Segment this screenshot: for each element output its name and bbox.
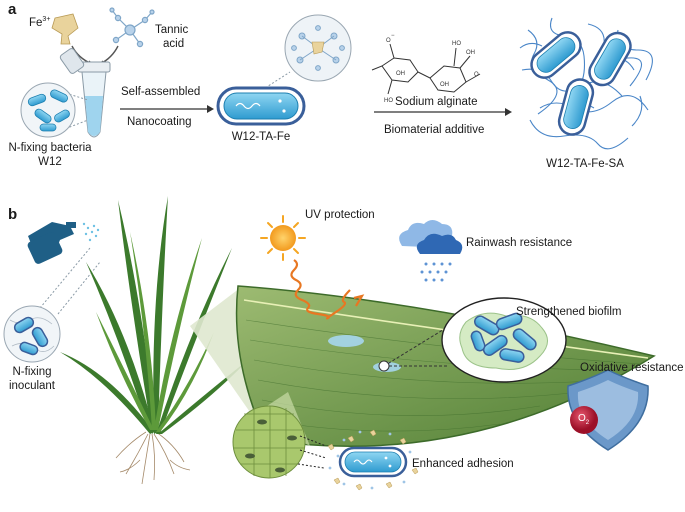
strengthened-biofilm-label: Strengthened biofilm — [516, 306, 622, 318]
svg-text:O: O — [474, 72, 479, 78]
arrow-self-assembly — [120, 105, 214, 113]
sun-icon — [260, 215, 306, 261]
fe-ion-icon — [51, 13, 79, 45]
o2-subscript: 2 — [585, 420, 590, 426]
fe-charge: 3+ — [42, 16, 51, 23]
uv-protection-label: UV protection — [305, 209, 375, 221]
svg-text:O: O — [386, 38, 391, 44]
spray-bottle-icon — [27, 222, 100, 264]
alginate-network-w12-ta-fe-sa — [519, 17, 653, 150]
oxidative-resistance-label: Oxidative resistance — [580, 362, 684, 374]
arrow-alginate — [374, 108, 512, 116]
final-product-label: W12-TA-Fe-SA — [546, 158, 624, 170]
arrow1-bottom-label: Nanocoating — [127, 116, 192, 128]
zoom-wedge — [190, 288, 268, 438]
uv-wave-icon — [290, 259, 365, 320]
panel-b-label: b — [8, 206, 18, 223]
o2-label: O2 — [578, 412, 589, 430]
tannic-acid-label-2: acid — [163, 38, 185, 50]
o2-symbol: O — [578, 413, 586, 424]
fe-symbol: Fe — [29, 16, 43, 29]
bacteria-label-1: N-fixing bacteria — [8, 142, 92, 154]
inoculant-label-1: N-fixing — [12, 366, 52, 378]
svg-text:OH: OH — [396, 71, 405, 77]
bacteria-w12-bubble — [20, 82, 89, 138]
svg-text:HO: HO — [384, 98, 393, 104]
svg-text:OH: OH — [466, 50, 475, 56]
bacteria-label-2: W12 — [38, 156, 62, 168]
inoculant-label-2: inoculant — [8, 380, 56, 392]
biofilm-zoom-bubble — [378, 297, 567, 383]
arrow2-bottom-label: Biomaterial additive — [384, 124, 485, 136]
adhering-coated-bacterium — [327, 429, 419, 491]
reaction-tube-icon — [59, 48, 111, 138]
inoculant-bubble — [3, 247, 101, 363]
cloud-rain-icon — [399, 220, 463, 282]
coated-bacterium-label: W12-TA-Fe — [231, 131, 291, 143]
arrow2-top-label: Sodium alginate — [395, 96, 478, 108]
panel-a-label: a — [8, 1, 17, 18]
rainwash-resistance-label: Rainwash resistance — [466, 237, 573, 249]
tannic-acid-label-1: Tannic — [155, 24, 189, 36]
adhesion-arrows — [297, 435, 327, 469]
enhanced-adhesion-label: Enhanced adhesion — [412, 458, 514, 470]
fe-label: Fe3+ — [29, 13, 50, 30]
coated-bacterium-w12-ta-fe — [216, 14, 352, 126]
svg-text:−: − — [391, 33, 395, 39]
svg-text:OH: OH — [440, 82, 449, 88]
svg-text:HO: HO — [452, 41, 461, 47]
leaf-cells-zoom — [232, 392, 310, 479]
plant-icon — [60, 196, 248, 485]
arrow1-top-label: Self-assembled — [121, 86, 201, 98]
oxygen-molecule-icon — [570, 406, 598, 434]
tannic-acid-molecule-icon — [109, 7, 155, 48]
sodium-alginate-structure — [371, 43, 481, 95]
